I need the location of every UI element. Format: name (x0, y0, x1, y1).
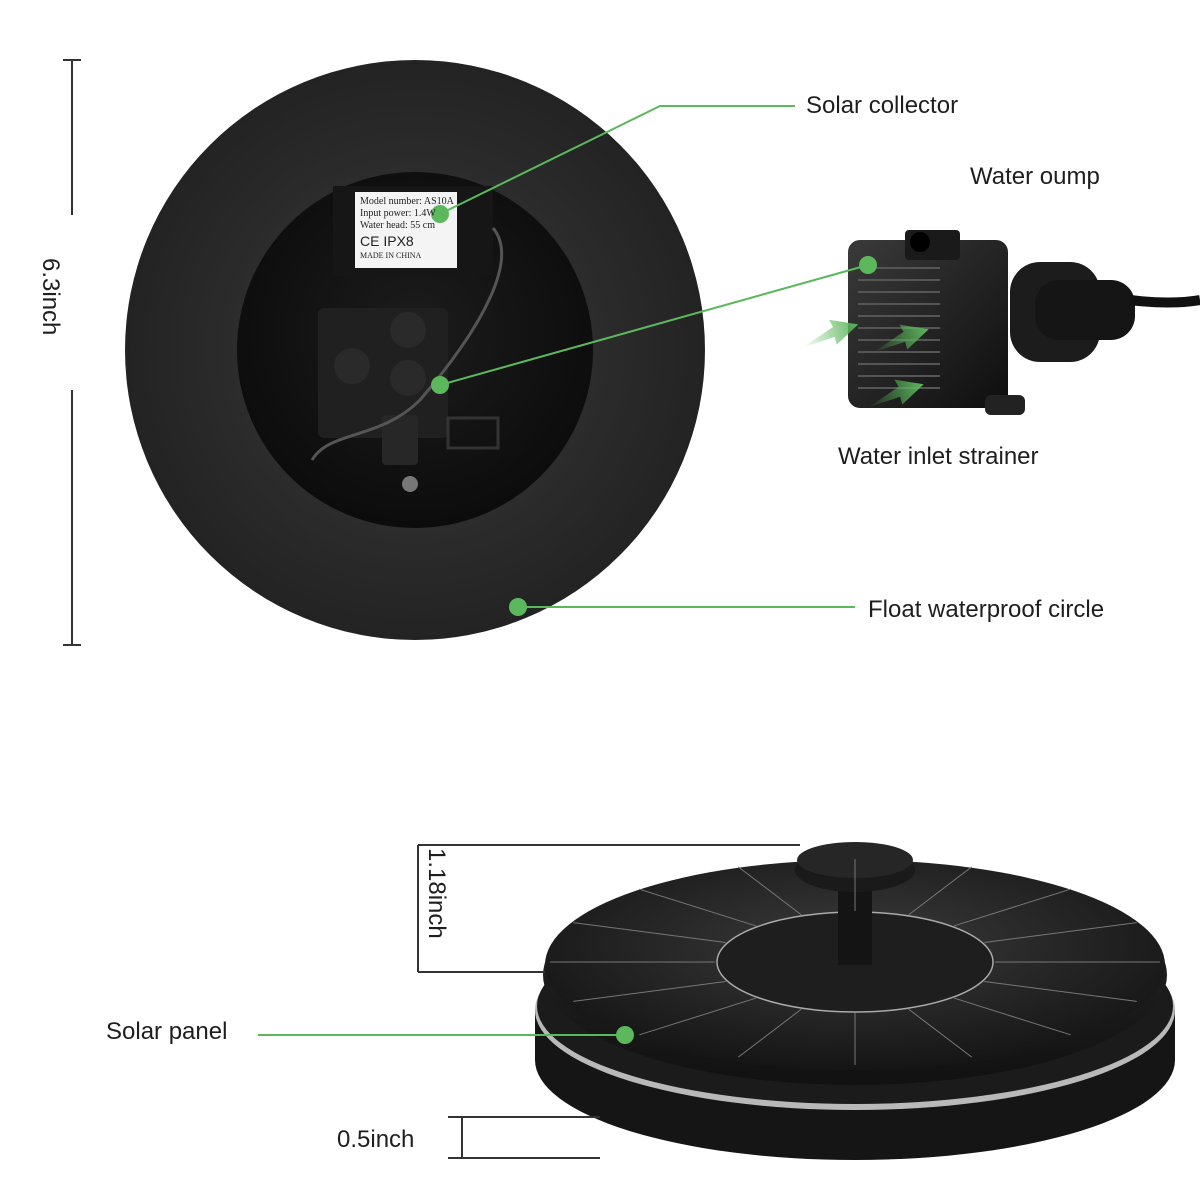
water-pump-illustration (848, 230, 1200, 415)
inlet-arrows (802, 319, 929, 408)
label-solar-collector: Solar collector (806, 92, 959, 119)
solar-cell-grid (550, 859, 1160, 1065)
label-text: Model number: AS10A Input power: 1.4W Wa… (360, 196, 458, 262)
label-height: 1.18inch (423, 848, 450, 939)
label-solar-panel: Solar panel (106, 1018, 228, 1045)
callout-dot-internal-pump (431, 376, 449, 394)
callout-dot-float (509, 598, 527, 616)
label-water-pump: Water oump (970, 163, 1100, 190)
product-label (333, 186, 493, 276)
callout-water-pump-leader (439, 264, 869, 386)
label-head-line: Water head: (360, 220, 408, 231)
label-water-inlet-strainer: Water inlet strainer (838, 443, 1039, 470)
label-head-row: Water head: 55 cm (360, 220, 458, 232)
callout-dot-solar-panel (616, 1026, 634, 1044)
label-power-row: Input power: 1.4W (360, 208, 458, 220)
label-ce: CE (360, 233, 380, 249)
diameter-dimension (63, 59, 81, 646)
height-dimension (417, 844, 800, 973)
label-thickness: 0.5inch (337, 1126, 415, 1153)
label-power-value: 1.4W (413, 208, 436, 219)
label-ipx: IPX8 (383, 233, 414, 249)
internal-pump (310, 227, 504, 492)
label-cert-row: CE IPX8 (360, 232, 458, 250)
label-head-value: 55 cm (410, 220, 435, 231)
label-float-circle: Float waterproof circle (868, 596, 1105, 623)
label-model-line: Model number: (360, 196, 422, 207)
callout-dot-water-pump (859, 256, 877, 274)
label-model-row: Model number: AS10A (360, 196, 458, 208)
pump-grille (858, 267, 940, 389)
label-model-value: AS10A (423, 196, 454, 207)
label-origin: MADE IN CHINA (360, 251, 422, 260)
thickness-dimension (448, 1116, 600, 1159)
callout-dot-solar-collector (431, 205, 449, 223)
label-diameter: 6.3inch (37, 258, 64, 336)
label-power-line: Input power: (360, 208, 412, 219)
callout-solar-collector-leader (439, 105, 795, 215)
